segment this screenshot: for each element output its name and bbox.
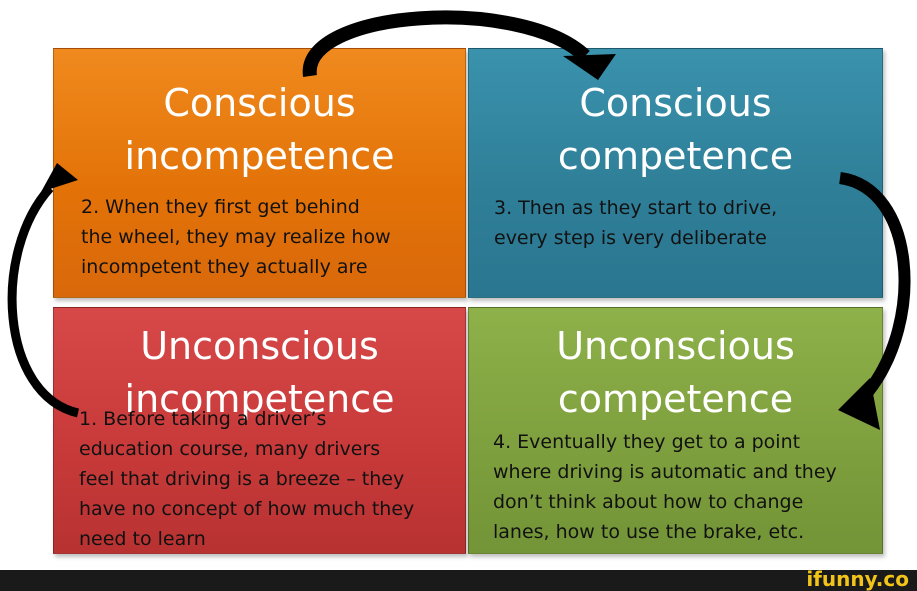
quadrant-unconscious-competence: Unconscious competence 4. Eventually the… — [468, 307, 883, 554]
watermark-logo: ifunny.co — [806, 567, 909, 591]
quadrant-title: Unconscious incompetence — [124, 324, 395, 421]
quadrant-conscious-competence: Conscious competence 3. Then as they sta… — [468, 48, 883, 298]
quadrant-description: 2. When they first get behind the wheel,… — [81, 196, 391, 278]
quadrant-unconscious-incompetence: Unconscious incompetence 1. Before takin… — [53, 307, 466, 554]
quadrant-description: 4. Eventually they get to a point where … — [493, 431, 837, 543]
quadrant-title: Conscious incompetence — [124, 81, 395, 178]
watermark-bar: ifunny.co — [0, 567, 917, 591]
quadrant-title: Unconscious competence — [556, 324, 795, 421]
quadrant-title: Conscious competence — [557, 81, 794, 178]
quadrant-description: 3. Then as they start to drive, every st… — [494, 197, 778, 249]
quadrant-description: 1. Before taking a driver’s education co… — [79, 408, 415, 550]
quadrant-conscious-incompetence: Conscious incompetence 2. When they firs… — [53, 48, 466, 298]
